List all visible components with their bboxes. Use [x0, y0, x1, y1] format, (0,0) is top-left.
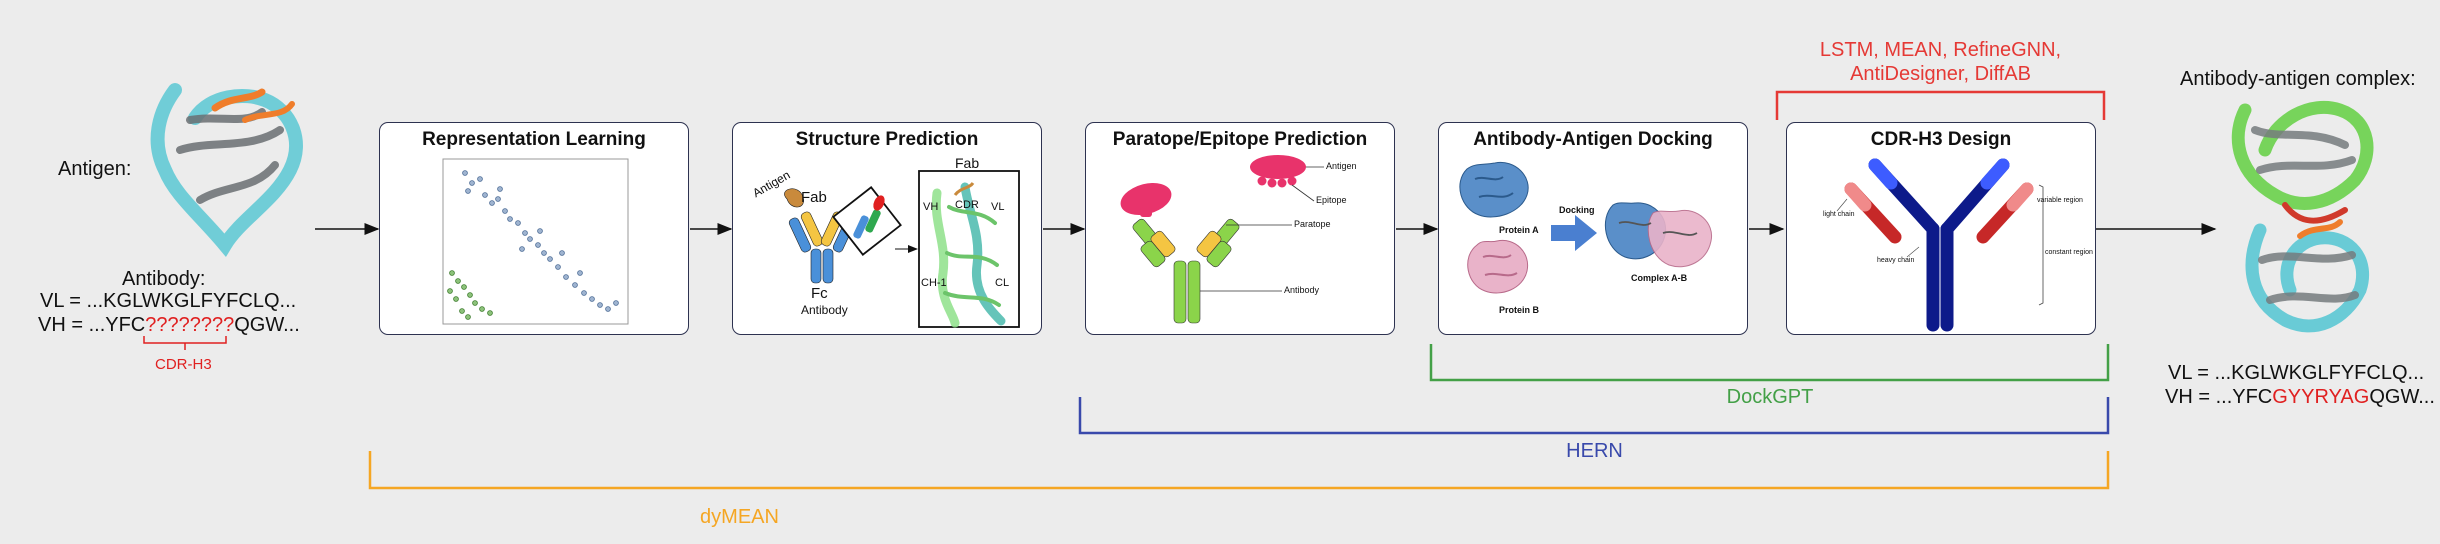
fc-label: Fc — [811, 285, 828, 302]
input-vl-sequence: VL = ...KGLWKGLFYFCLQ... — [40, 290, 297, 312]
output-vh-suffix: QGW... — [2369, 386, 2435, 408]
antigen-structure-icon — [150, 83, 303, 258]
bracket-dockgpt — [1429, 344, 2110, 382]
heavy-chain-label: heavy chain — [1877, 257, 1915, 264]
cdr-design-methods: LSTM, MEAN, RefineGNN, AntiDesigner, Dif… — [1775, 38, 2106, 86]
cdr-marker — [143, 336, 227, 350]
stage-title: Representation Learning — [422, 129, 646, 150]
cdr-design-methods-line2: AntiDesigner, DiffAB — [1850, 63, 2031, 85]
output-vl-sequence: VL = ...KGLWKGLFYFCLQ... — [2168, 362, 2425, 384]
docking-label: Docking — [1559, 205, 1595, 215]
stage-title: Paratope/Epitope Prediction — [1112, 129, 1368, 150]
protein-b-label: Protein B — [1499, 305, 1540, 315]
stage-representation-learning: Representation Learning — [379, 122, 689, 335]
variable-region-label: variable region — [2037, 197, 2083, 204]
vl-label: VL — [991, 201, 1005, 213]
hern-label: HERN — [1566, 440, 1623, 462]
complex-structure-icon — [2231, 100, 2374, 333]
cl-label: CL — [995, 277, 1010, 289]
stage-cdr-h3-design: CDR-H3 Design light chain heavy chain va… — [1786, 122, 2096, 335]
light-chain-label: light chain — [1823, 211, 1855, 218]
ch1-label: CH-1 — [921, 277, 947, 289]
stage-paratope-epitope-prediction: Paratope/Epitope Prediction Antige — [1085, 122, 1395, 335]
dymean-label: dyMEAN — [700, 506, 779, 528]
antibody-structure-icon — [784, 170, 1020, 328]
bracket-hern — [1078, 397, 2110, 435]
antibody-label: Antibody: — [122, 268, 206, 290]
paratope-epitope-icon — [1120, 155, 1324, 324]
docking-art: Docking Protein A Protein B Complex A-B — [1439, 153, 1749, 333]
vh-label: VH — [923, 201, 939, 213]
cdr-h3-label: CDR-H3 — [155, 356, 212, 373]
input-vh-suffix: QGW... — [234, 314, 300, 336]
fab-top-label: Fab — [955, 155, 980, 171]
embedding-scatter-icon — [442, 158, 629, 325]
stage-title: Structure Prediction — [795, 129, 979, 150]
constant-region-label: constant region — [2045, 249, 2093, 256]
input-vh-masked: ???????? — [145, 314, 235, 336]
stage-title: Antibody-Antigen Docking — [1473, 129, 1713, 150]
stage-title: CDR-H3 Design — [1870, 129, 2012, 150]
docking-proteins-icon — [1459, 161, 1713, 294]
epitope-callout: Epitope — [1316, 195, 1347, 205]
complex-title: Antibody-antigen complex: — [2180, 68, 2416, 90]
input-vh-prefix: VH = ...YFC — [38, 314, 146, 336]
design-art: light chain heavy chain variable region … — [1787, 153, 2097, 333]
fab-label: Fab — [801, 189, 827, 206]
input-vh-sequence: VH = ...YFC????????QGW... — [38, 314, 300, 337]
paratope-callout: Paratope — [1294, 219, 1331, 229]
stage-antibody-antigen-docking: Antibody-Antigen Docking Docking Protein… — [1438, 122, 1748, 335]
antibody-tag: Antibody — [801, 303, 848, 317]
paratope-art: Antigen Epitope Paratope Antibody — [1086, 153, 1396, 333]
dockgpt-label: DockGPT — [1726, 386, 1814, 408]
cdr-label: CDR — [955, 199, 979, 211]
antibody-y-icon — [1836, 158, 2044, 332]
antigen-callout: Antigen — [1326, 161, 1357, 171]
output-vh-prefix: VH = ...YFC — [2165, 386, 2273, 408]
antigen-label: Antigen: — [58, 158, 132, 180]
stage-structure-prediction: Structure Prediction Fab Antigen — [732, 122, 1042, 335]
cdr-design-methods-line1: LSTM, MEAN, RefineGNN, — [1819, 39, 2062, 61]
bracket-cdr-design — [1775, 90, 2106, 120]
output-vh-designed: GYYRYAG — [2272, 386, 2370, 408]
structure-prediction-art: Fab Antigen Fab Fc Antibody VH CDR VL CH… — [733, 153, 1043, 333]
output-vh-sequence: VH = ...YFCGYYRYAGQGW... — [2165, 386, 2435, 409]
bracket-dymean — [368, 451, 2110, 490]
complex-label: Complex A-B — [1631, 273, 1688, 283]
protein-a-label: Protein A — [1499, 225, 1539, 235]
antibody-callout: Antibody — [1284, 285, 1320, 295]
